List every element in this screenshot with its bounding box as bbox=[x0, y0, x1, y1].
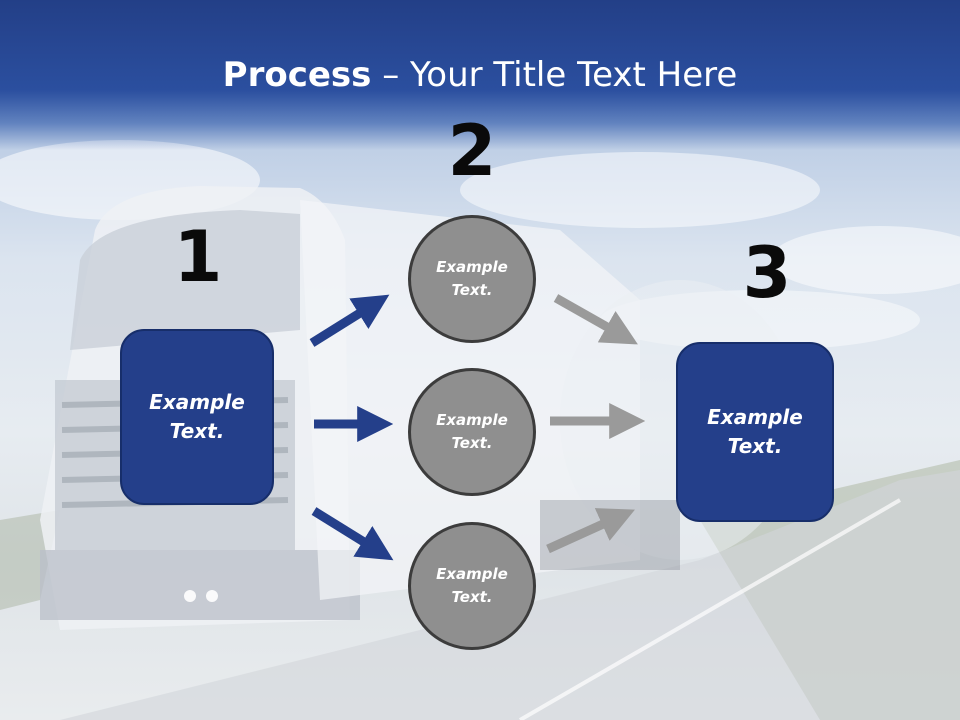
process-circle-3-text: Example Text. bbox=[436, 565, 508, 606]
process-box-right-text: Example Text. bbox=[707, 405, 803, 458]
slide-title: Process – Your Title Text Here bbox=[0, 50, 960, 100]
step-number-2: 2 bbox=[447, 110, 497, 192]
step-number-1: 1 bbox=[173, 216, 223, 298]
arrow-to-circle-3 bbox=[311, 507, 394, 561]
process-box-left-text: Example Text. bbox=[149, 390, 245, 443]
title-bar bbox=[0, 0, 960, 150]
title-bold: Process bbox=[222, 55, 372, 95]
process-circle-1-text: Example Text. bbox=[436, 258, 508, 299]
title-dash: – bbox=[371, 55, 411, 95]
arrow-to-circle-1 bbox=[309, 294, 390, 347]
arrow-from-circle-1 bbox=[553, 294, 638, 345]
process-box-right[interactable]: Example Text. bbox=[676, 342, 834, 522]
arrow-from-circle-3 bbox=[546, 508, 635, 554]
process-circle-2[interactable]: Example Text. bbox=[408, 368, 536, 496]
process-circle-3[interactable]: Example Text. bbox=[408, 522, 536, 650]
process-circle-2-text: Example Text. bbox=[436, 411, 508, 452]
step-number-3: 3 bbox=[742, 232, 792, 314]
title-rest: Your Title Text Here bbox=[410, 55, 738, 95]
process-box-left[interactable]: Example Text. bbox=[120, 329, 274, 505]
process-circle-1[interactable]: Example Text. bbox=[408, 215, 536, 343]
